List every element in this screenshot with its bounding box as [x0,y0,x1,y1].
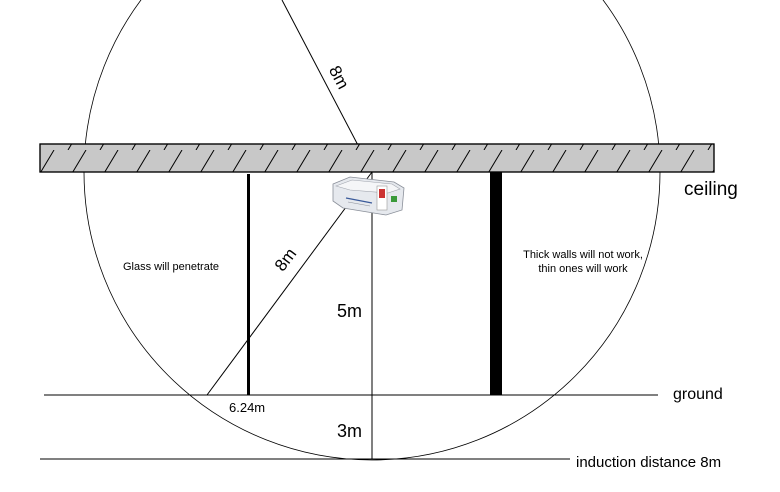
radius-diagonal-label: 8m [271,245,300,275]
induction-distance-label: induction distance 8m [576,454,721,471]
thick-wall [490,172,502,395]
ceiling-bar [39,143,715,173]
walls-note-line1: Thick walls will not work, [523,249,643,261]
height-3m-label: 3m [337,421,362,441]
radius-line-top [281,0,373,173]
ground-label: ground [673,386,723,403]
height-5m-label: 5m [337,301,362,321]
horizontal-distance-label: 6.24m [229,400,265,415]
radius-top-label: 8m [325,63,353,93]
sensor-device [332,176,405,216]
ceiling-label: ceiling [684,179,738,200]
walls-note-line2: thin ones will work [538,263,628,275]
radius-line-diagonal [206,171,373,396]
glass-wall [247,174,250,395]
glass-note: Glass will penetrate [123,261,219,273]
